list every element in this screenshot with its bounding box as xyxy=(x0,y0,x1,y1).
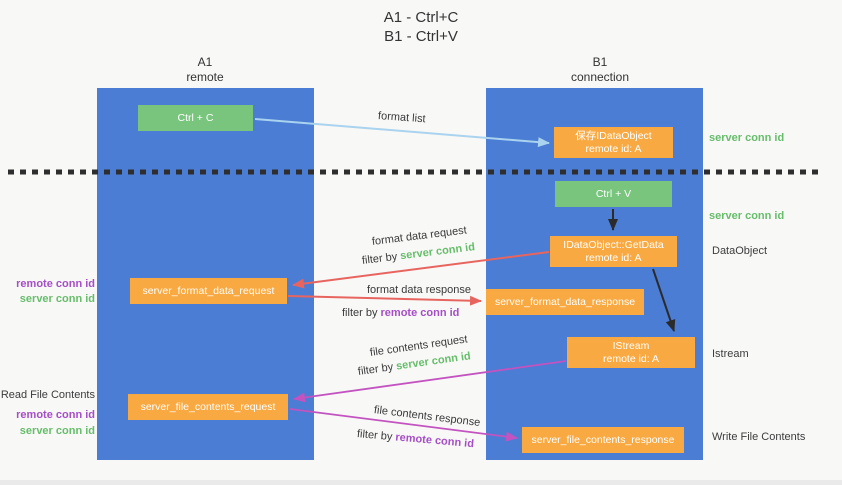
node-format-response-label: server_format_data_response xyxy=(494,295,636,308)
label-remote-conn-id-left-bottom: remote conn id xyxy=(16,409,95,421)
label-write-file-contents: Write File Contents xyxy=(712,431,806,443)
diagram-title: A1 - Ctrl+C B1 - Ctrl+V xyxy=(321,8,521,46)
lane-a1-subtitle: remote xyxy=(186,70,224,84)
node-server-file-contents-response: server_file_contents_response xyxy=(522,427,684,453)
label-read-file-contents: Read File Contents xyxy=(0,389,95,401)
label-dataobject: DataObject xyxy=(712,245,768,257)
label-server-conn-id-right-top: server conn id xyxy=(709,132,785,144)
node-istream: IStream remote id: A xyxy=(567,337,695,368)
label-server-conn-id-right-mid: server conn id xyxy=(709,210,785,222)
window-bottom-edge xyxy=(0,480,842,485)
node-istream-line1: IStream xyxy=(612,339,650,352)
label-format-data-response: format data response xyxy=(367,284,471,296)
lane-a1-name: A1 xyxy=(197,55,213,69)
node-istream-line2: remote id: A xyxy=(602,352,660,365)
label-filter-by-remote-conn-id-1: filter by remote conn id xyxy=(342,307,459,319)
lane-b1-name: B1 xyxy=(592,55,608,69)
lane-header-a1: A1 remote xyxy=(140,55,270,85)
node-idataobject-getdata: IDataObject::GetData remote id: A xyxy=(550,236,677,267)
node-save-idataobject: 保存IDataObject remote id: A xyxy=(554,127,673,158)
filter-by-text: filter by xyxy=(342,307,378,319)
file-contents-response-arrow xyxy=(289,408,518,442)
node-ctrl-c: Ctrl + C xyxy=(138,105,253,131)
label-server-conn-id-left-top: server conn id xyxy=(19,293,95,305)
node-ctrl-v: Ctrl + V xyxy=(555,181,672,207)
label-server-conn-id-left-bottom: server conn id xyxy=(19,425,95,437)
file-contents-request-arrow xyxy=(293,360,567,403)
node-save-line2: remote id: A xyxy=(585,142,642,155)
title-line-2: B1 - Ctrl+V xyxy=(384,28,458,45)
lane-header-b1: B1 connection xyxy=(535,55,665,85)
getdata-to-istream-arrow xyxy=(652,268,676,332)
node-ctrl-v-label: Ctrl + V xyxy=(595,187,632,200)
node-server-format-data-response: server_format_data_response xyxy=(486,289,644,315)
node-file-response-label: server_file_contents_response xyxy=(531,433,675,446)
node-getdata-line1: IDataObject::GetData xyxy=(563,238,664,251)
node-file-request-label: server_file_contents_request xyxy=(140,400,276,413)
node-server-format-data-request: server_format_data_request xyxy=(130,278,287,304)
lane-b1-subtitle: connection xyxy=(570,70,630,84)
format-data-request-arrow xyxy=(292,251,550,289)
label-istream: Istream xyxy=(712,348,749,360)
node-ctrl-c-label: Ctrl + C xyxy=(177,111,214,124)
format-data-response-arrow xyxy=(287,295,482,306)
title-line-1: A1 - Ctrl+C xyxy=(383,9,459,26)
node-save-line1: 保存IDataObject xyxy=(575,129,652,142)
remote-conn-id-text: remote conn id xyxy=(380,307,460,319)
node-server-file-contents-request: server_file_contents_request xyxy=(128,394,288,420)
label-remote-conn-id-left-top: remote conn id xyxy=(16,278,95,290)
node-getdata-line2: remote id: A xyxy=(585,251,642,264)
node-format-request-label: server_format_data_request xyxy=(142,284,275,297)
format-list-arrow xyxy=(254,118,550,148)
